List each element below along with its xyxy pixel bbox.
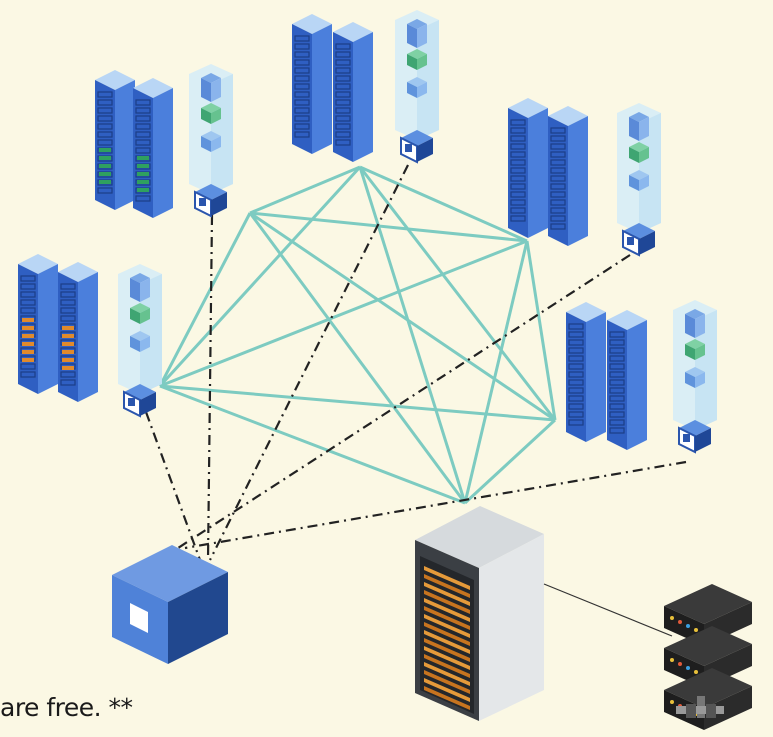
hub-link (144, 411, 202, 561)
server-slot (424, 574, 470, 598)
mesh-link (358, 166, 467, 504)
server-slot (424, 654, 470, 678)
cluster-top (291, 9, 440, 163)
server-rack-icon (17, 253, 59, 395)
server-rack-icon (332, 21, 374, 163)
node-icon (188, 63, 234, 217)
server-slot (424, 678, 470, 702)
server-slot (424, 686, 470, 710)
server-slot (424, 606, 470, 630)
server-slot (424, 582, 470, 606)
mesh-link (525, 240, 557, 421)
server-rack-icon (507, 97, 549, 239)
server-rack-icon (57, 261, 99, 403)
server-slot (424, 622, 470, 646)
server-slot (424, 670, 470, 694)
server-rack-icon (547, 105, 589, 247)
mesh-link (249, 211, 528, 243)
node-icon (394, 9, 440, 163)
server-unit (664, 668, 752, 730)
server-slot (424, 614, 470, 638)
server-rack-icon (291, 13, 333, 155)
hub-link (184, 460, 687, 550)
server-slot (424, 566, 470, 590)
server-slot (424, 662, 470, 686)
node-icon (672, 299, 718, 453)
node-icon (616, 102, 662, 256)
server-slot (424, 630, 470, 654)
cluster-right (565, 299, 718, 453)
mesh-link (358, 166, 557, 421)
hub-link (206, 214, 214, 561)
mesh-link (463, 240, 529, 504)
datacenter-server-icon (415, 506, 544, 721)
mesh-link (249, 211, 556, 422)
cluster-upper-right (507, 97, 662, 256)
mesh-link (158, 165, 362, 388)
server-rack-icon (565, 301, 607, 443)
server-slot (424, 598, 470, 622)
hub-link-lines (144, 164, 687, 561)
caption-text: are free. ** (0, 693, 133, 722)
mesh-link (159, 239, 528, 388)
mesh-link (159, 384, 556, 422)
stacked-server-icon (664, 584, 752, 730)
server-slot (424, 646, 470, 670)
server-slot (424, 638, 470, 662)
cluster-upper-left (94, 63, 234, 219)
cable-line (543, 583, 673, 637)
cluster-left (17, 253, 163, 417)
mesh-link (158, 212, 252, 387)
server-rack-icon (606, 309, 648, 451)
hub-cube-icon (112, 545, 228, 664)
mesh-network-lines (158, 165, 557, 505)
mesh-link (463, 418, 557, 505)
mesh-link (359, 165, 528, 243)
server-rack-icon (132, 77, 174, 219)
mesh-link (248, 212, 467, 504)
mesh-link (159, 384, 466, 505)
hub-link (177, 254, 631, 549)
server-slot (424, 590, 470, 614)
hub-link (209, 164, 409, 561)
server-rack-icon (94, 69, 136, 211)
node-icon (117, 263, 163, 417)
mesh-link (249, 165, 361, 215)
